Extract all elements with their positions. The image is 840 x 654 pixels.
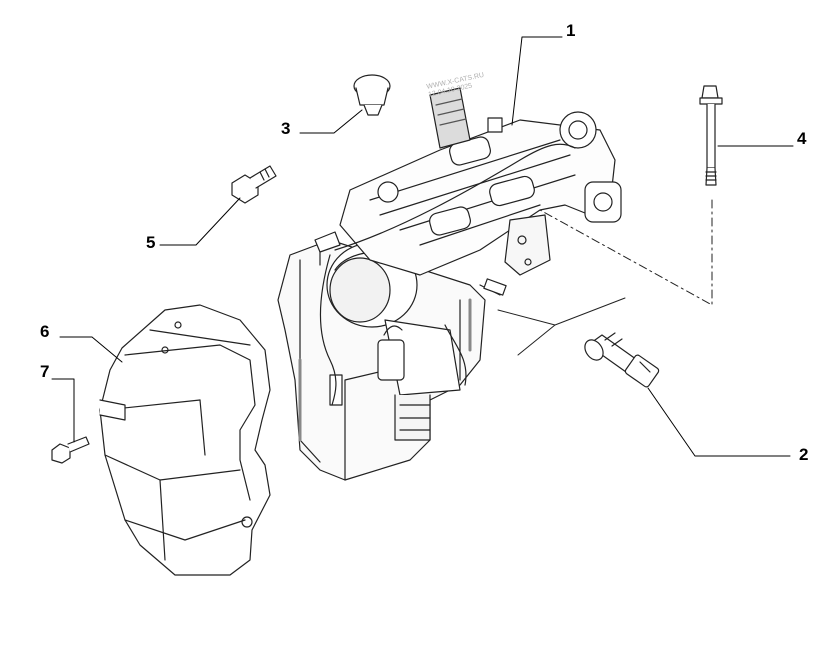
- hex-bolt: [231, 165, 277, 204]
- callout-4: 4: [797, 129, 807, 148]
- plastic-clip: [353, 74, 391, 116]
- callout-1: 1: [566, 21, 576, 40]
- long-bolt: [699, 85, 723, 186]
- small-bolt: [51, 436, 90, 464]
- alignment-line: [539, 199, 713, 306]
- cover-shield: [99, 304, 271, 576]
- actuator-assembly: [277, 87, 622, 481]
- callout-7: 7: [40, 362, 50, 381]
- callout-6: 6: [40, 322, 50, 341]
- callout-3: 3: [281, 119, 291, 138]
- callout-2: 2: [799, 445, 809, 464]
- leader-lines: [51, 36, 794, 457]
- callout-5: 5: [146, 233, 156, 252]
- pressure-switch: [584, 332, 660, 388]
